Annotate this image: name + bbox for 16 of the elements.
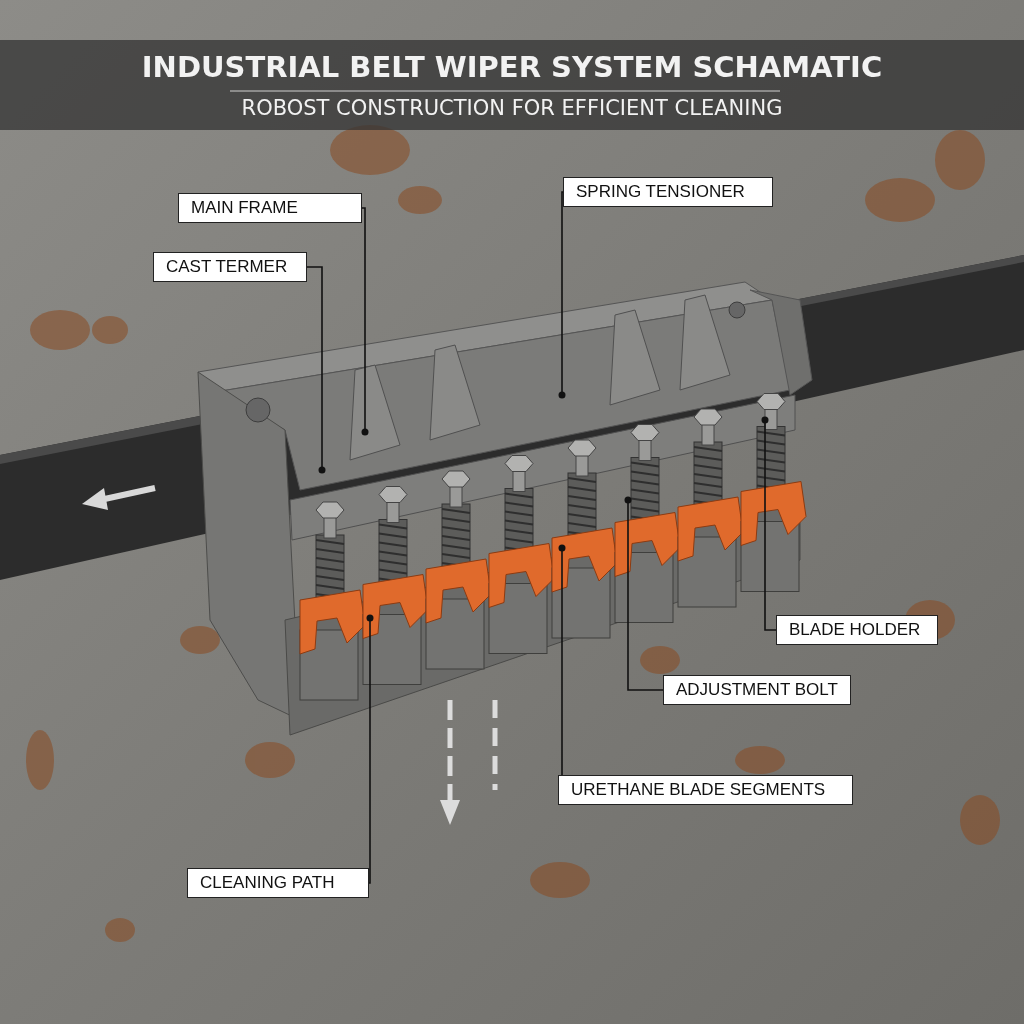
- diagram-title: INDUSTRIAL BELT WIPER SYSTEM SCHAMATIC: [140, 50, 884, 84]
- callout-label: CLEANING PATH: [187, 868, 369, 898]
- callout-label: SPRING TENSIONER: [563, 177, 773, 207]
- callout-label: BLADE HOLDER: [776, 615, 938, 645]
- callout-label: URETHANE BLADE SEGMENTS: [558, 775, 853, 805]
- leader-line: [761, 416, 777, 631]
- leader-line: [624, 496, 664, 691]
- leader-line: [558, 544, 566, 776]
- leader-line: [366, 614, 374, 884]
- diagram-subtitle: ROBOST CONSTRUCTION FOR EFFICIENT CLEANING: [240, 96, 784, 120]
- leader-line: [361, 207, 369, 436]
- callout-label: ADJUSTMENT BOLT: [663, 675, 851, 705]
- leader-line: [306, 266, 326, 474]
- leader-line: [558, 191, 566, 399]
- callout-label: MAIN FRAME: [178, 193, 362, 223]
- callout-label: CAST TERMER: [153, 252, 307, 282]
